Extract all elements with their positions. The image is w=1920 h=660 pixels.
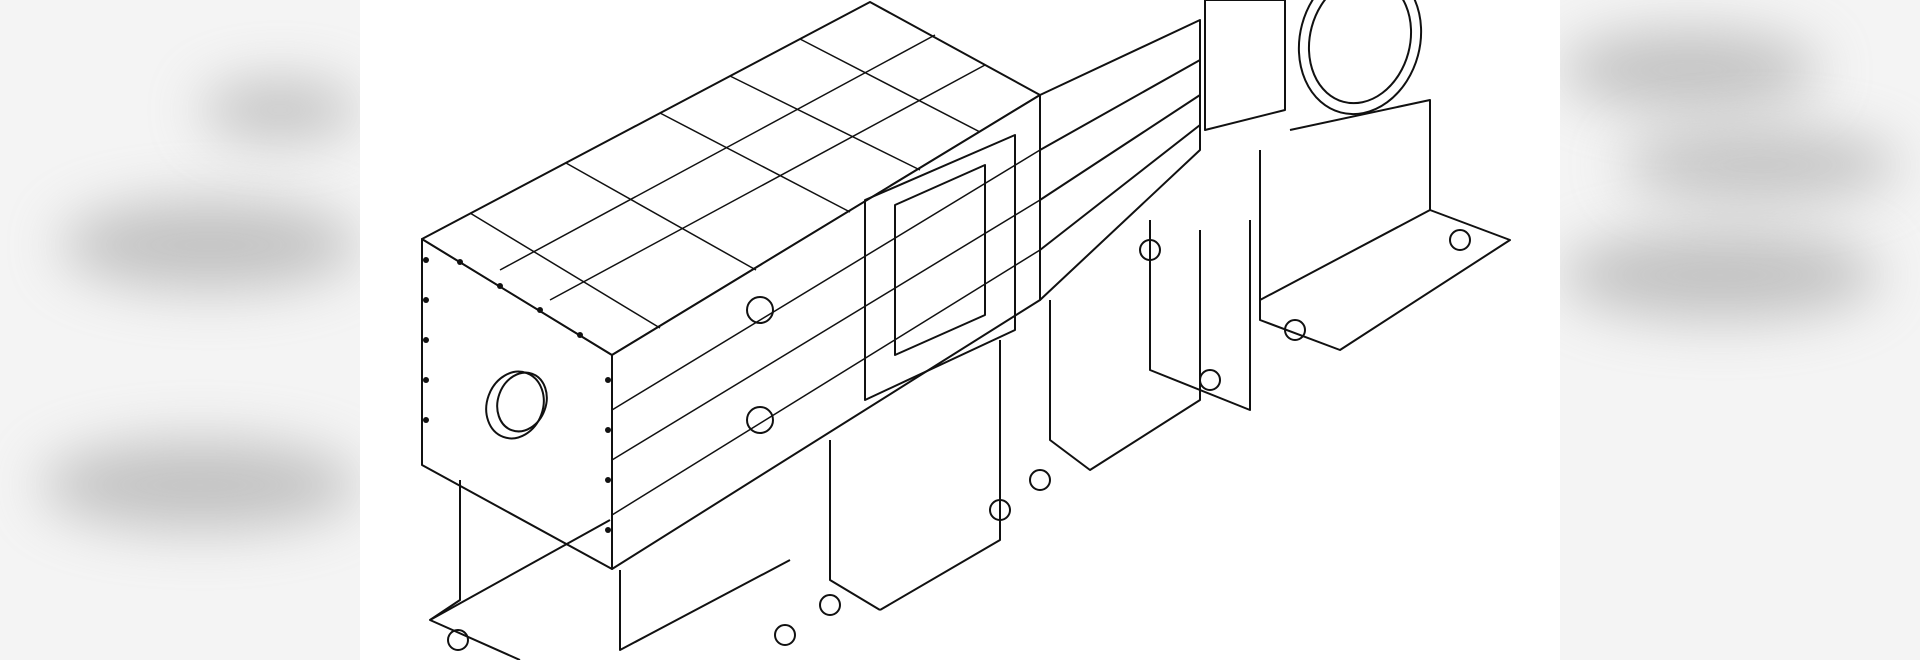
pressure-gauge bbox=[746, 296, 774, 324]
door bbox=[864, 134, 1016, 401]
fan-ring bbox=[1297, 0, 1423, 116]
flange-bolts bbox=[423, 257, 611, 533]
pressure-gauge bbox=[746, 406, 774, 434]
support-frames bbox=[429, 99, 1511, 660]
side-ribs bbox=[611, 149, 1041, 516]
top-slats bbox=[469, 34, 986, 329]
caster-wheels bbox=[447, 229, 1471, 651]
fan-housing bbox=[1204, 0, 1286, 131]
blurred-right-margin bbox=[1560, 0, 1920, 660]
blurred-left-margin bbox=[0, 0, 360, 660]
diffuser bbox=[1039, 19, 1201, 301]
